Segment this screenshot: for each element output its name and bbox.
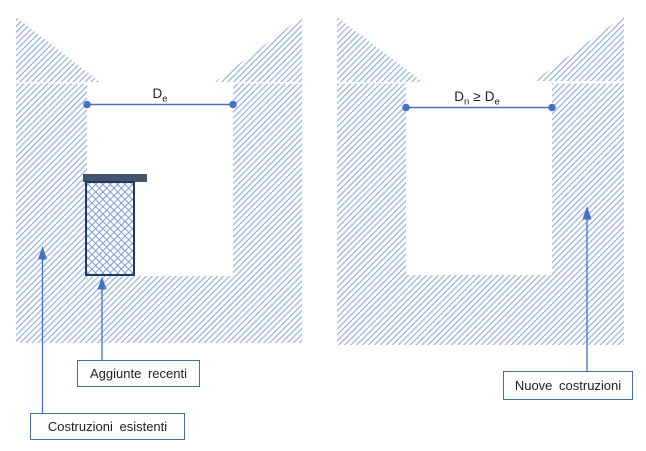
- dim-subscript: e: [162, 93, 168, 105]
- dimension-endpoint-left-2: [402, 103, 410, 112]
- dim-subscript-e: e: [494, 96, 500, 108]
- callout-recent-additions: Aggiunte recenti: [77, 360, 200, 387]
- arrow-existing-buildings: [38, 246, 47, 260]
- dimension-label-dn-ge-de: Dn≥De: [437, 89, 517, 108]
- recent-addition-roof: [83, 174, 147, 182]
- dimension-label-de: De: [146, 86, 174, 105]
- arrow-new-buildings: [582, 206, 592, 220]
- dimension-endpoint-right-2: [548, 103, 556, 112]
- dim-base-n: D: [454, 89, 464, 104]
- arrow-recent-additions: [97, 276, 107, 290]
- dimension-endpoint-left: [83, 100, 91, 109]
- figure-new-buildings: [337, 16, 624, 371]
- recent-addition-building: [85, 181, 135, 276]
- callout-existing-buildings: Costruzioni esistenti: [30, 413, 185, 440]
- new-right-block-slope: [534, 16, 624, 81]
- existing-right-block-slope: [215, 17, 302, 82]
- callout-recent-additions-label: Aggiunte recenti: [90, 366, 187, 381]
- new-u-base: [337, 83, 624, 345]
- callout-new-buildings: Nuove costruzioni: [503, 371, 633, 400]
- dim-subscript-n: n: [463, 96, 470, 108]
- existing-u-base: [16, 83, 302, 343]
- dim-base-e: D: [484, 89, 495, 104]
- figure-existing-buildings: [16, 17, 302, 413]
- dimension-endpoint-right: [229, 100, 237, 109]
- callout-new-buildings-label: Nuove costruzioni: [514, 378, 622, 393]
- new-left-block-slope: [337, 17, 423, 82]
- dim-base: D: [152, 86, 163, 101]
- existing-left-block-slope: [16, 17, 100, 82]
- callout-existing-buildings-label: Costruzioni esistenti: [47, 419, 168, 434]
- greater-equal-operator: ≥: [473, 89, 481, 104]
